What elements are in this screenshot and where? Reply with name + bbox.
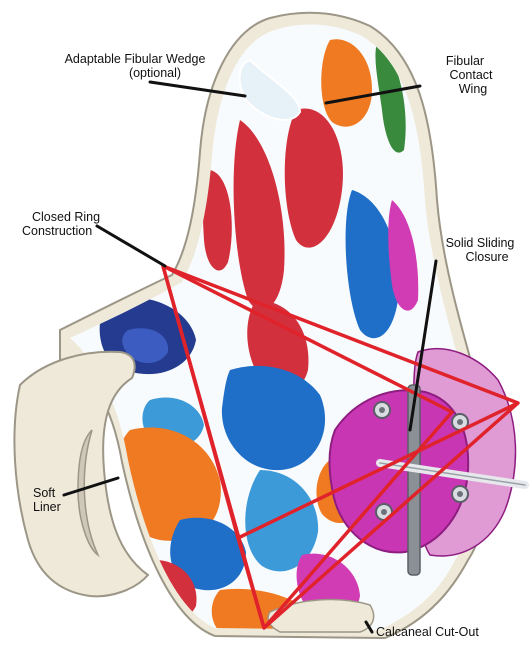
- label-line: Contact: [420, 68, 510, 82]
- label-line: (optional): [35, 66, 235, 80]
- label-calcaneal-cut-out: Calcaneal Cut-Out: [376, 625, 526, 639]
- label-line: Construction: [22, 224, 142, 238]
- label-adaptable-fibular-wedge: Adaptable Fibular Wedge (optional): [35, 52, 235, 80]
- label-closed-ring-construction: Closed Ring Construction: [22, 210, 142, 238]
- label-line: Soft: [33, 486, 83, 500]
- label-line: Fibular: [420, 54, 510, 68]
- label-fibular-contact-wing: Fibular Contact Wing: [420, 54, 510, 96]
- label-line: Adaptable Fibular Wedge: [35, 52, 235, 66]
- label-line: Wing: [420, 82, 510, 96]
- rivet-top-left: [374, 402, 390, 418]
- label-line: Solid Sliding: [434, 236, 526, 250]
- label-line: Liner: [33, 500, 83, 514]
- label-line: Closure: [434, 250, 526, 264]
- label-line: Calcaneal Cut-Out: [376, 625, 526, 639]
- label-line: Closed Ring: [22, 210, 142, 224]
- rivet-bottom-right: [452, 486, 468, 502]
- label-soft-liner: Soft Liner: [33, 486, 83, 514]
- label-solid-sliding-closure: Solid Sliding Closure: [434, 236, 526, 264]
